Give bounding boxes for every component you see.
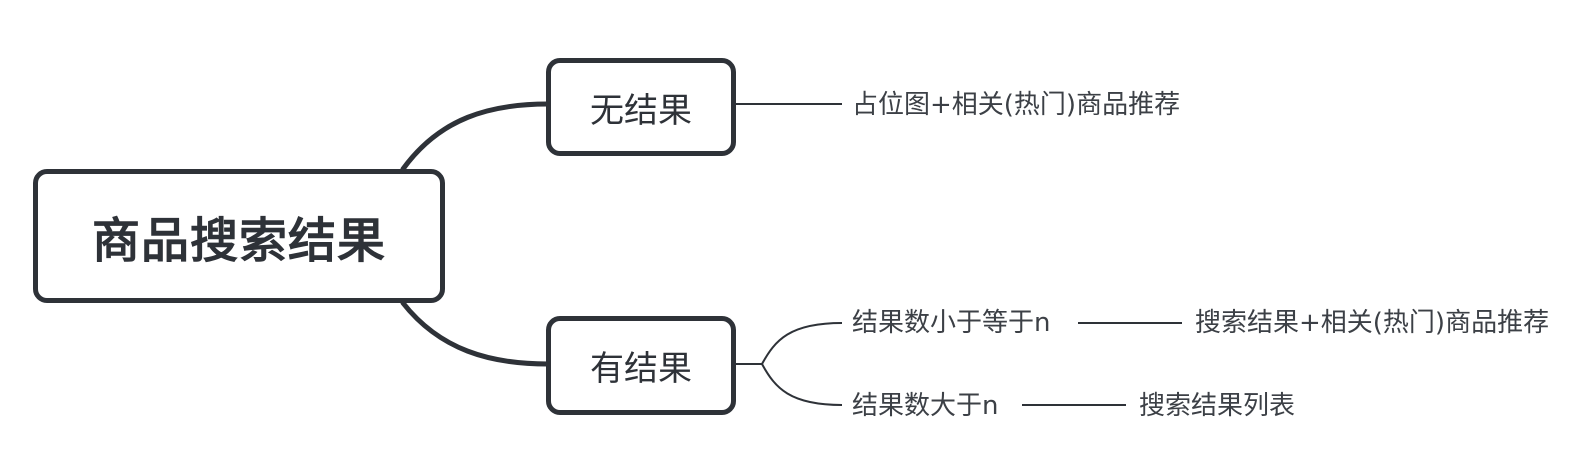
- leaf-placeholder-recommend[interactable]: 占位图+相关(热门)商品推荐: [852, 90, 1181, 120]
- leaf-result-lte-n[interactable]: 搜索结果+相关(热门)商品推荐: [1195, 308, 1550, 338]
- connector-has-result-to-lte-n: [761, 322, 843, 365]
- leaf-result-gt-n[interactable]: 搜索结果列表: [1139, 391, 1296, 421]
- branch-node-has-result-label: 有结果: [590, 349, 692, 389]
- branch-node-has-result[interactable]: 有结果: [546, 316, 736, 415]
- connector-root-to-has-result: [400, 300, 551, 367]
- branch-node-no-result[interactable]: 无结果: [546, 58, 736, 156]
- root-node-label: 商品搜索结果: [91, 213, 386, 269]
- leaf-condition-lte-n[interactable]: 结果数小于等于n: [852, 308, 1051, 338]
- leaf-condition-gt-n[interactable]: 结果数大于n: [852, 391, 999, 421]
- root-node[interactable]: 商品搜索结果: [33, 169, 445, 303]
- connector-has-result-to-gt-n: [761, 363, 843, 406]
- connector-root-to-no-result: [400, 101, 551, 172]
- branch-node-no-result-label: 无结果: [590, 90, 692, 131]
